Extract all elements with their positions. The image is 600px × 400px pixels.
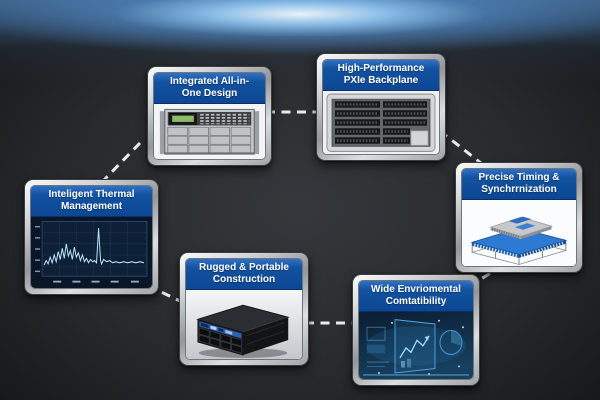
- feature-card-pxie-backplane: High-Performance PXIe Backplane: [316, 53, 446, 161]
- card-title-line2: One Design: [181, 87, 238, 99]
- card-title-line2: Comtatibility: [385, 295, 447, 307]
- thermal-chart-image: [31, 216, 152, 288]
- card-title-line2: Construction: [212, 273, 276, 285]
- feature-card-rugged-portable: Rugged & Portable Construction: [179, 252, 309, 366]
- feature-card-integrated-design: Integrated All-in- One Design: [147, 66, 272, 166]
- card-title-line2: Management: [60, 200, 123, 212]
- connector-card2-card3: [439, 129, 487, 169]
- card-title-line1: High-Performance: [337, 63, 425, 74]
- card-title: Integrated All-in- One Design: [154, 73, 265, 104]
- card-title: High-Performance PXIe Backplane: [323, 60, 439, 91]
- card-title-line1: Rugged & Portable: [198, 262, 289, 273]
- card-title: Inteligent Thermal Management: [31, 186, 152, 217]
- rugged-chassis-image: [186, 289, 302, 359]
- hud-dashboard-image: [359, 311, 473, 379]
- feature-card-environmental: Wide Envriomental Comtatibility: [352, 274, 480, 386]
- card-title: Rugged & Portable Construction: [186, 259, 302, 290]
- card-title-line1: Integrated All-in-: [169, 76, 250, 87]
- card-title: Precise Timing & Synchrrnization: [462, 169, 576, 200]
- card-title-line1: Wide Envriomental: [371, 284, 461, 295]
- chip-stack-image: [462, 199, 576, 266]
- card-title-line1: Inteligent Thermal: [48, 189, 135, 200]
- backplane-slots-image: [323, 90, 439, 154]
- card-title: Wide Envriomental Comtatibility: [359, 281, 473, 312]
- card-title-line2: PXIe Backplane: [343, 74, 419, 86]
- card-title-line2: Synchrrnization: [481, 183, 557, 195]
- feature-card-thermal-management: Inteligent Thermal Management: [24, 179, 159, 295]
- feature-card-timing-sync: Precise Timing & Synchrrnization: [455, 162, 583, 273]
- card-title-line1: Precise Timing &: [478, 172, 560, 183]
- connector-card1-card6: [101, 141, 142, 183]
- rack-server-front-image: [154, 103, 265, 159]
